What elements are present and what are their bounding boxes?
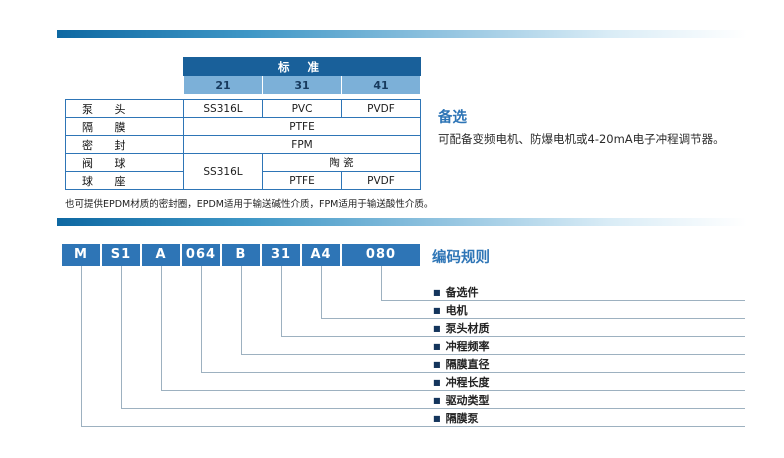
coding-label-head-material: ■ 泵头材质 bbox=[433, 320, 490, 336]
coding-label-options: ■ 备选件 bbox=[433, 284, 479, 300]
cell-diaphragm: PTFE bbox=[183, 117, 421, 136]
connector-vertical-a bbox=[161, 266, 162, 390]
coding-label-diaphragm-diameter: ■ 隔膜直径 bbox=[433, 356, 490, 372]
code-box-b: B bbox=[222, 244, 260, 266]
spec-table-header: 标 准 21 31 41 bbox=[182, 57, 422, 95]
connector-vertical-31 bbox=[281, 266, 282, 336]
connector-horizontal-diaphragm-diameter bbox=[201, 372, 745, 373]
table-row: 隔 膜 PTFE bbox=[65, 117, 421, 136]
table-row: 泵 头 SS316L PVC PVDF bbox=[65, 99, 421, 118]
spec-table-title: 标 准 bbox=[182, 57, 422, 76]
code-box-080: 080 bbox=[342, 244, 420, 266]
connector-horizontal-drive-type bbox=[121, 408, 745, 409]
cell-pump-head-21: SS316L bbox=[183, 99, 263, 118]
cell-valve-ball-ceramic: 陶 瓷 bbox=[262, 153, 421, 172]
coding-label-motor: ■ 电机 bbox=[433, 302, 468, 318]
connector-vertical-064 bbox=[201, 266, 202, 372]
table-note: 也可提供EPDM材质的密封圈，EPDM适用于输送碱性介质，FPM适用于输送酸性介… bbox=[65, 199, 434, 210]
spec-table-body: 泵 头 SS316L PVC PVDF 隔 膜 PTFE 密 封 FPM 阀 球… bbox=[65, 99, 421, 190]
cell-pump-head-41: PVDF bbox=[341, 99, 421, 118]
square-bullet-icon: ■ bbox=[433, 414, 441, 423]
connector-horizontal-head-material bbox=[281, 336, 745, 337]
top-divider-bar bbox=[57, 30, 747, 38]
cell-ball-seat-41: PVDF bbox=[341, 171, 421, 190]
coding-label-diaphragm-pump: ■ 隔膜泵 bbox=[433, 410, 479, 426]
row-label-pump-head: 泵 头 bbox=[65, 99, 184, 118]
table-row: 阀 球 SS316L 陶 瓷 bbox=[65, 153, 421, 190]
connector-vertical-b bbox=[241, 266, 242, 354]
connector-vertical-m bbox=[81, 266, 82, 426]
optional-title: 备选 bbox=[438, 110, 467, 126]
row-label-ball-seat: 球 座 bbox=[65, 171, 184, 190]
coding-label-text: 备选件 bbox=[445, 286, 479, 299]
square-bullet-icon: ■ bbox=[433, 342, 441, 351]
connector-vertical-080 bbox=[381, 266, 382, 300]
connector-horizontal-options bbox=[381, 300, 745, 301]
connector-vertical-a4 bbox=[321, 266, 322, 318]
connector-horizontal-motor bbox=[321, 318, 745, 319]
coding-label-stroke-frequency: ■ 冲程频率 bbox=[433, 338, 490, 354]
code-box-m: M bbox=[62, 244, 100, 266]
coding-label-text: 隔膜泵 bbox=[445, 412, 479, 425]
coding-label-text: 泵头材质 bbox=[445, 322, 490, 335]
connector-horizontal-stroke-frequency bbox=[241, 354, 745, 355]
square-bullet-icon: ■ bbox=[433, 288, 441, 297]
square-bullet-icon: ■ bbox=[433, 378, 441, 387]
table-row: 球 座 PTFE PVDF bbox=[65, 171, 421, 190]
cell-seal: FPM bbox=[183, 135, 421, 154]
row-label-valve-ball: 阀 球 bbox=[65, 153, 184, 172]
col-header-41: 41 bbox=[340, 75, 422, 95]
cell-ball-seat-21: SS316L bbox=[183, 153, 263, 190]
square-bullet-icon: ■ bbox=[433, 324, 441, 333]
code-box-064: 064 bbox=[182, 244, 220, 266]
coding-label-text: 冲程频率 bbox=[445, 340, 490, 353]
code-box-31: 31 bbox=[262, 244, 300, 266]
row-label-diaphragm: 隔 膜 bbox=[65, 117, 184, 136]
coding-label-text: 冲程长度 bbox=[445, 376, 490, 389]
coding-title: 编码规则 bbox=[432, 250, 490, 266]
connector-vertical-s1 bbox=[121, 266, 122, 408]
cell-ball-seat-31: PTFE bbox=[262, 171, 342, 190]
coding-label-text: 电机 bbox=[445, 304, 468, 317]
col-header-31: 31 bbox=[262, 75, 342, 95]
table-row: 密 封 FPM bbox=[65, 135, 421, 154]
optional-body: 可配备变频电机、防爆电机或4-20mA电子冲程调节器。 bbox=[438, 132, 725, 146]
coding-label-stroke-length: ■ 冲程长度 bbox=[433, 374, 490, 390]
col-header-21: 21 bbox=[183, 75, 263, 95]
cell-pump-head-31: PVC bbox=[262, 99, 342, 118]
connector-horizontal-stroke-length bbox=[161, 390, 745, 391]
square-bullet-icon: ■ bbox=[433, 396, 441, 405]
square-bullet-icon: ■ bbox=[433, 360, 441, 369]
code-box-s1: S1 bbox=[102, 244, 140, 266]
coding-label-drive-type: ■ 驱动类型 bbox=[433, 392, 490, 408]
square-bullet-icon: ■ bbox=[433, 306, 441, 315]
code-box-a: A bbox=[142, 244, 180, 266]
coding-label-text: 驱动类型 bbox=[445, 394, 490, 407]
connector-horizontal-diaphragm-pump bbox=[81, 426, 745, 427]
code-box-a4: A4 bbox=[302, 244, 340, 266]
coding-label-text: 隔膜直径 bbox=[445, 358, 490, 371]
mid-divider-bar bbox=[57, 218, 747, 226]
row-label-seal: 密 封 bbox=[65, 135, 184, 154]
